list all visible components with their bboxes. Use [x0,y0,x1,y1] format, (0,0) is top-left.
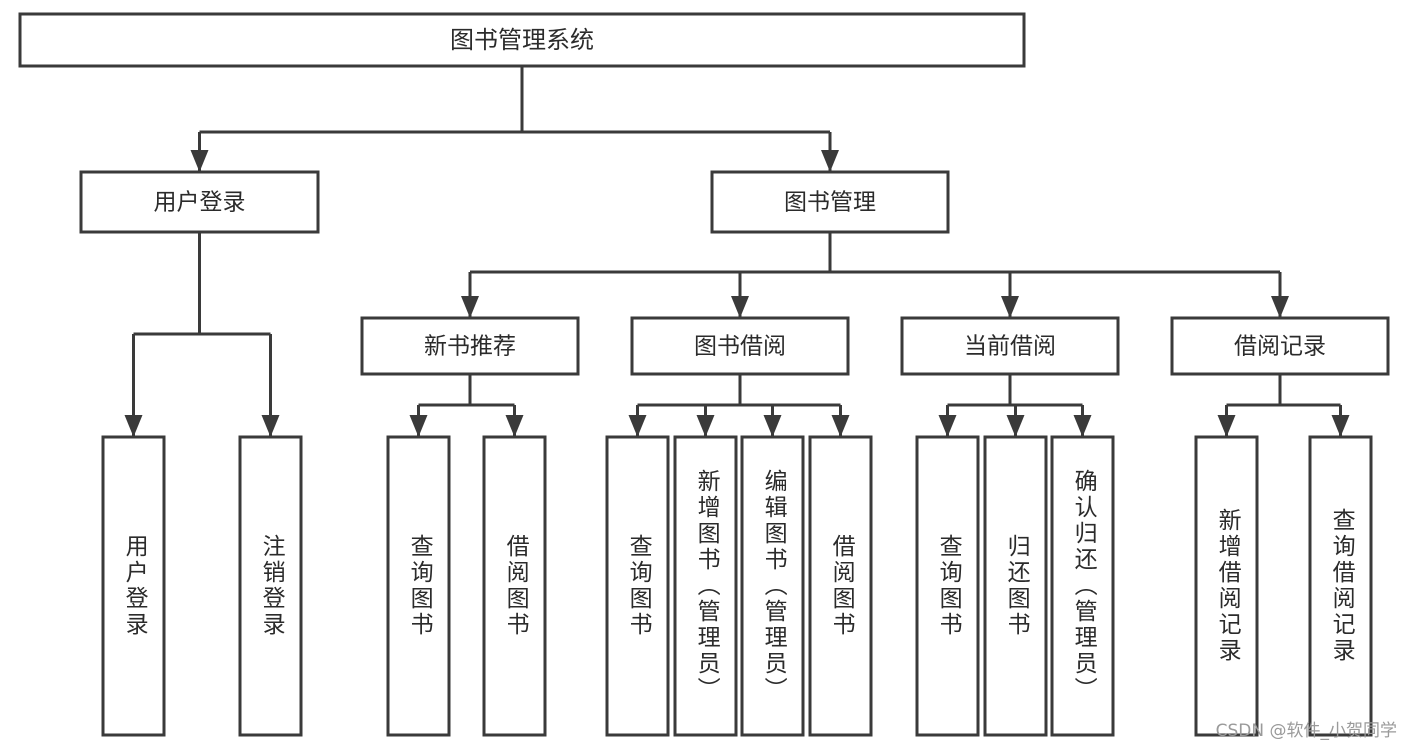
node-box-leaf-query-book-2[interactable] [605,435,670,737]
node-box-borrow-record[interactable] [1170,316,1390,376]
node-box-leaf-borrow-book-2[interactable] [808,435,873,737]
node-label-new-book-recommend: 新书推荐 [424,334,516,360]
node-label-root: 图书管理系统 [450,26,594,54]
root-bus-arrowhead [190,150,209,172]
node-box-user-login[interactable] [79,170,320,234]
node-label-book-management: 图书管理 [784,190,876,216]
node-box-new-book-recommend[interactable] [360,316,580,376]
book-borrow-bus-arrowhead [696,415,715,437]
borrow-record-bus-arrowhead [1331,415,1350,437]
node-box-book-management[interactable] [710,170,950,234]
root-bus-arrowhead [821,150,839,172]
book-borrow-bus-arrowhead [763,415,782,437]
book-borrow-bus-arrowhead [628,415,647,437]
borrow-record-bus-arrowhead [1217,415,1236,437]
current-borrow-bus-arrowhead [1073,415,1092,437]
node-label-borrow-record: 借阅记录 [1234,334,1326,360]
node-box-leaf-return-book[interactable] [983,435,1048,737]
book-management-bus-arrowhead [461,296,479,318]
user-login-bus-arrowhead [124,415,143,437]
book-management-bus-arrowhead [731,296,749,318]
node-box-leaf-query-book-3[interactable] [915,435,980,737]
connector-layer [124,66,1350,437]
node-label-book-borrow: 图书借阅 [694,334,786,360]
node-box-leaf-confirm-return[interactable] [1050,435,1115,737]
watermark-text: CSDN @软件_小贺同学 [1215,721,1397,741]
node-box-leaf-edit-book[interactable] [740,435,805,737]
node-box-current-borrow[interactable] [900,316,1120,376]
node-box-leaf-user-login[interactable] [101,435,166,737]
node-box-leaf-query-book-1[interactable] [386,435,451,737]
new-book-recommend-bus-arrowhead [409,415,428,437]
new-book-recommend-bus-arrowhead [505,415,524,437]
node-box-book-borrow[interactable] [630,316,850,376]
node-box-leaf-borrow-book-1[interactable] [482,435,547,737]
node-box-leaf-user-logout[interactable] [238,435,303,737]
node-box-root[interactable] [18,12,1026,68]
book-management-bus-arrowhead [1271,296,1289,318]
node-label-current-borrow: 当前借阅 [964,334,1056,360]
node-box-leaf-add-record[interactable] [1194,435,1259,737]
current-borrow-bus-arrowhead [1006,415,1025,437]
book-management-bus-arrowhead [1001,296,1019,318]
node-label-user-login: 用户登录 [154,190,246,216]
node-box-leaf-add-book[interactable] [673,435,738,737]
current-borrow-bus-arrowhead [938,415,957,437]
user-login-bus-arrowhead [261,415,280,437]
node-box-leaf-query-record[interactable] [1308,435,1373,737]
book-borrow-bus-arrowhead [831,415,850,437]
